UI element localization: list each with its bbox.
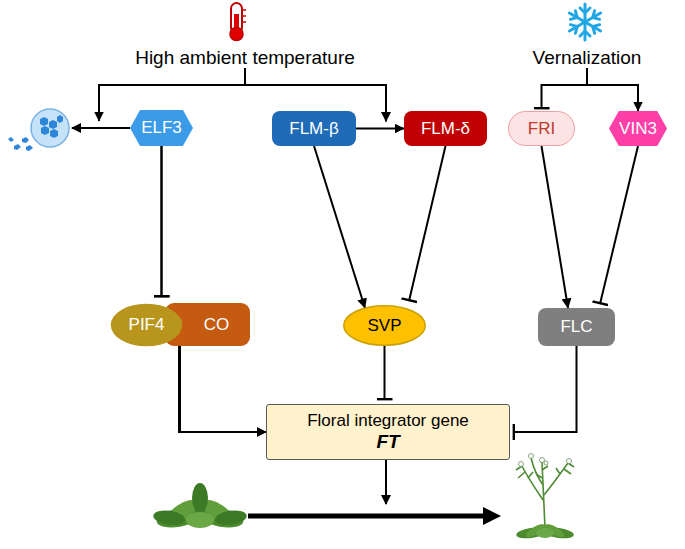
activation-arrow (314, 146, 365, 308)
transition-arrow (248, 514, 492, 519)
activation-arrow (179, 340, 266, 432)
node-label: FLC (560, 317, 592, 337)
output-arrow (385, 460, 387, 504)
inhibition-line (161, 146, 163, 297)
inhibition-line (161, 146, 163, 297)
node-label: High ambient temperature (135, 47, 355, 69)
snowflake-icon (567, 4, 603, 40)
rosette-plant (152, 483, 247, 531)
inhibition-line (409, 146, 446, 301)
stimulus-label: Vernalization (527, 45, 647, 70)
activation-arrow (356, 128, 404, 130)
protein-hexagon: ELF3 (130, 110, 193, 146)
node-label: CO (204, 315, 230, 335)
activation-arrow (542, 146, 569, 308)
integrator-box: Floral integrator geneFT (266, 404, 510, 460)
stimulus-label: High ambient temperature (110, 45, 380, 70)
gene-box: FLC (538, 308, 615, 346)
node-label: FLM-δ (421, 119, 470, 139)
protein-ellipse: PIF4 (110, 303, 183, 347)
thermometer-icon (230, 3, 246, 41)
inhibition-line (542, 68, 588, 109)
inhibition-line (384, 346, 386, 400)
node-label: Vernalization (533, 47, 642, 69)
activation-arrow (180, 346, 266, 432)
condensate-illustration (8, 109, 69, 151)
gene-pill: FRI (508, 111, 575, 146)
activation-arrow (587, 68, 638, 111)
isoform-box: FLM-β (272, 111, 356, 146)
node-label: Floral integrator gene (307, 411, 469, 431)
node-label: FT (376, 431, 399, 453)
node-label: VIN3 (619, 119, 657, 139)
protein-hexagon: VIN3 (609, 111, 667, 146)
inhibition-line (513, 346, 577, 432)
node-label: ELF3 (141, 118, 182, 138)
inhibition-line (600, 146, 638, 304)
node-label: FLM-β (289, 119, 338, 139)
flowering-plant (516, 454, 575, 540)
protein-ellipse: SVP (343, 305, 426, 346)
node-label: SVP (367, 316, 401, 336)
node-label: FRI (528, 119, 555, 139)
node-label: PIF4 (129, 315, 165, 335)
phase-separation-arrow (72, 127, 130, 129)
isoform-box: FLM-δ (404, 111, 487, 146)
